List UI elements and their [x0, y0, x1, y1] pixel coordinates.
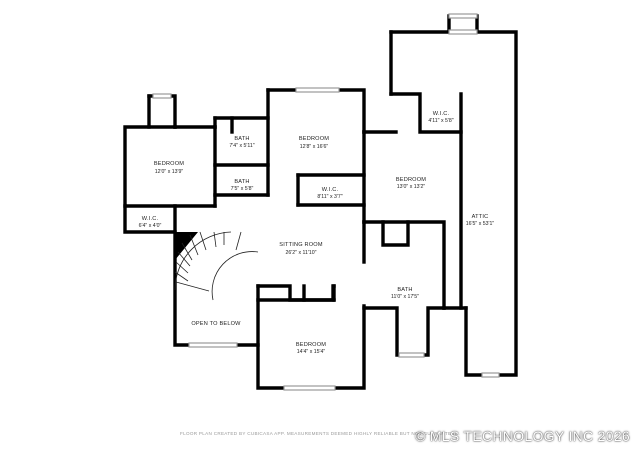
wic-2-label: W.I.C. — [433, 111, 450, 117]
bath-1-label: BATH — [234, 136, 249, 142]
bedroom-2-label: BEDROOM — [299, 136, 329, 142]
open-to-below-walls — [173, 230, 260, 347]
attic-dims: 16'5" x 53'1" — [466, 221, 495, 227]
bath-3-dims: 11'0" x 17'5" — [391, 294, 419, 300]
bath-3-closet — [381, 220, 410, 247]
bedroom-2-top-right — [266, 88, 366, 134]
wic-3-label: W.I.C. — [142, 216, 159, 222]
disclaimer-text: FLOOR PLAN CREATED BY CUBICASA APP. MEAS… — [180, 431, 460, 436]
bath-3-label: BATH — [397, 287, 412, 293]
bedroom-4-label: BEDROOM — [296, 342, 326, 348]
bedroom-4-closet — [256, 284, 336, 302]
staircase — [174, 231, 259, 301]
bedroom-3-bottom — [362, 220, 446, 310]
bedroom-1-label: BEDROOM — [154, 161, 184, 167]
bedroom-3-label: BEDROOM — [396, 177, 426, 183]
bedroom-2-dims: 12'8" x 16'6" — [300, 144, 329, 150]
room-labels: BEDROOM 12'0" x 13'9" BATH 7'4" x 5'11" … — [139, 111, 495, 355]
bath-2-label: BATH — [234, 179, 249, 185]
sitting-room-dims: 26'2" x 11'10" — [286, 250, 317, 256]
bath-2-dims: 7'5" x 5'8" — [231, 186, 254, 192]
windows — [152, 13, 500, 391]
sitting-room-label: SITTING ROOM — [279, 242, 323, 248]
wic-3-dims: 6'4" x 4'0" — [139, 223, 162, 229]
wic-2-dims: 4'11" x 5'8" — [428, 118, 453, 124]
attic-label: ATTIC — [472, 214, 489, 220]
wic-3-walls — [123, 204, 177, 234]
bath-3-bottom — [362, 306, 446, 357]
wic-2-walls — [389, 92, 463, 134]
bedroom-3-dims: 13'0" x 13'2" — [397, 184, 426, 190]
copyright-watermark: © MLS TECHNOLOGY INC 2026 — [415, 428, 630, 444]
wic-1-label: W.I.C. — [322, 187, 339, 193]
bedroom-4-dims: 14'4" x 15'4" — [297, 349, 326, 355]
walls — [123, 14, 518, 390]
attic-outline — [389, 14, 518, 377]
wic-1-dims: 8'11" x 3'7" — [317, 194, 342, 200]
bedroom-1-dims: 12'0" x 13'9" — [155, 169, 184, 175]
stair-corner — [175, 232, 198, 260]
bedroom-1-bump — [147, 94, 177, 129]
open-to-below-label: OPEN TO BELOW — [191, 321, 241, 327]
bath-1-dims: 7'4" x 5'11" — [229, 143, 254, 149]
